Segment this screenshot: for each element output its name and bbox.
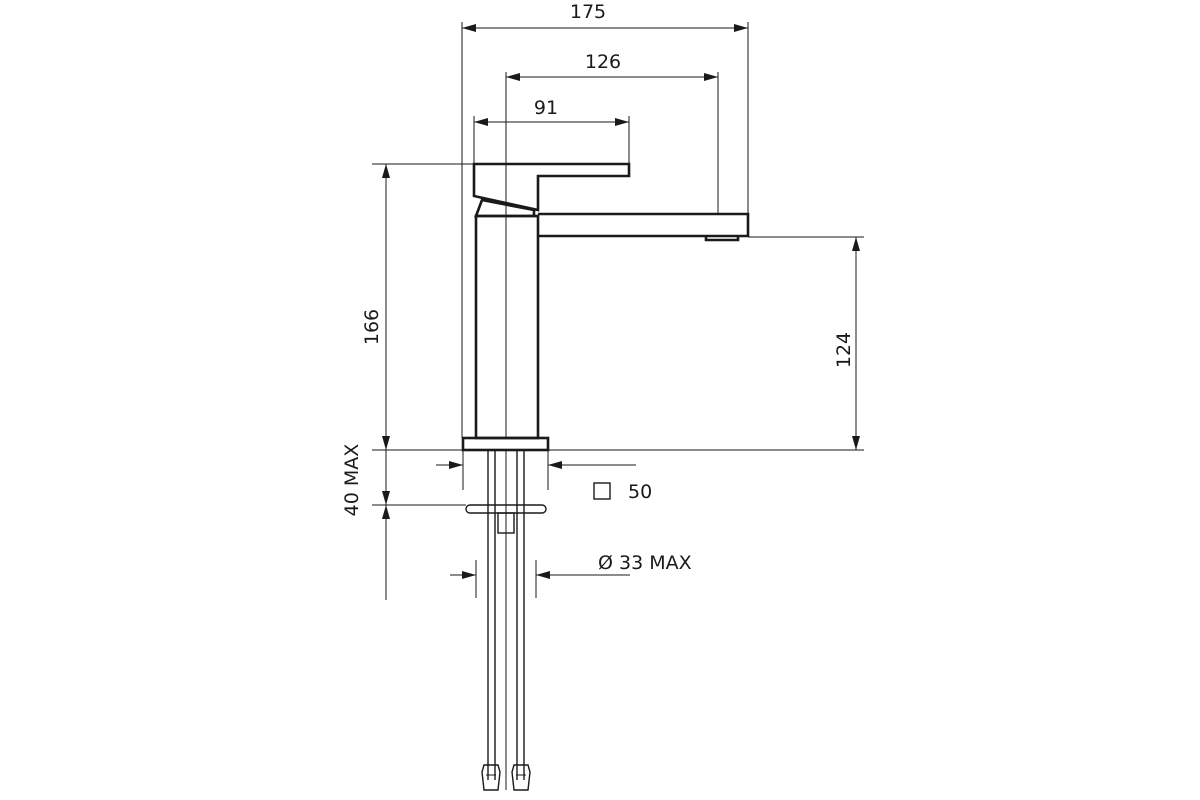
- hose-fitting-left: [481, 764, 501, 791]
- dimension-spout-height: 124: [548, 236, 864, 451]
- dimension-label-91: 91: [534, 97, 558, 119]
- arrow-head: [506, 73, 520, 81]
- arrow-head: [852, 436, 860, 450]
- below-deck-assembly: [465, 450, 547, 791]
- dimension-handle-length: 91: [473, 97, 630, 164]
- faucet-body: [474, 214, 540, 440]
- spout: [538, 212, 750, 238]
- aerator: [704, 236, 740, 242]
- arrow-head: [462, 571, 476, 579]
- arrow-head: [852, 237, 860, 251]
- dimension-hole-diameter: Ø 33 MAX: [450, 552, 692, 598]
- dimension-label-175: 175: [570, 1, 606, 23]
- arrow-head: [449, 461, 463, 469]
- dimension-label-33-max: Ø 33 MAX: [598, 552, 692, 574]
- arrow-head: [474, 118, 488, 126]
- square-section-icon: [593, 482, 611, 500]
- arrow-head: [382, 436, 390, 450]
- dimension-total-height: 166: [361, 163, 474, 451]
- arrow-head: [462, 24, 476, 32]
- base-plate: [461, 436, 550, 452]
- dimension-overall-width: 175: [461, 1, 749, 438]
- hose-fitting-right: [511, 764, 531, 791]
- dimension-base-size: 50: [436, 450, 652, 503]
- dimension-spout-reach: 126: [505, 51, 719, 438]
- arrow-head: [548, 461, 562, 469]
- arrow-head: [536, 571, 550, 579]
- arrow-head: [615, 118, 629, 126]
- fixing-nut: [497, 512, 515, 534]
- arrow-head: [382, 491, 390, 505]
- dimension-label-124: 124: [833, 332, 855, 368]
- dimension-label-126: 126: [585, 51, 621, 73]
- arrow-head: [382, 164, 390, 178]
- arrow-head: [734, 24, 748, 32]
- faucet-outline: [461, 162, 750, 452]
- dimension-label-40-max: 40 MAX: [341, 444, 363, 517]
- arrow-head: [382, 505, 390, 519]
- dimension-deck-thickness: 40 MAX: [341, 444, 466, 600]
- dimension-label-50: 50: [628, 481, 652, 503]
- arrow-head: [704, 73, 718, 81]
- dimension-label-166: 166: [361, 309, 383, 345]
